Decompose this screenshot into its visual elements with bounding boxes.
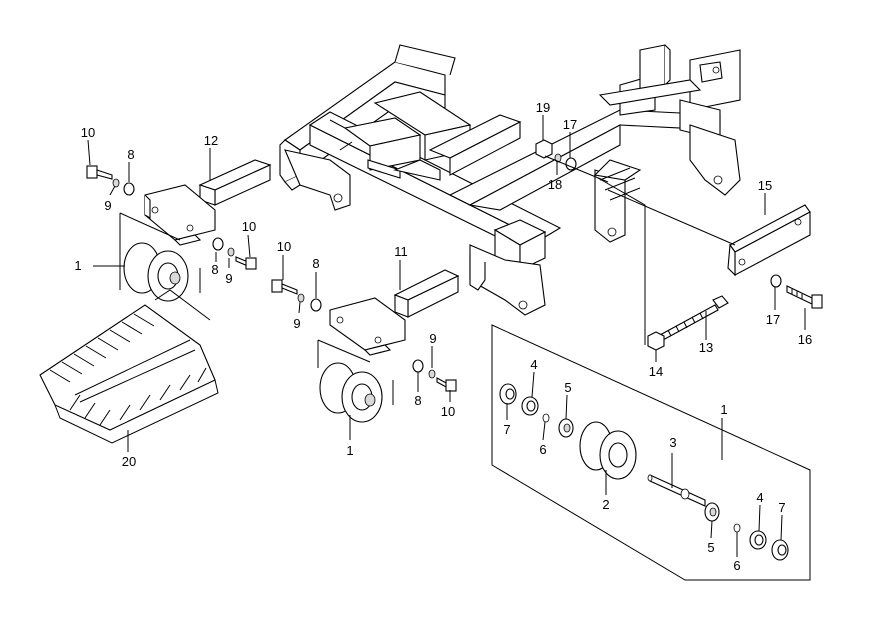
callout-8: 8 — [127, 147, 134, 162]
callout-labels: 10 8 9 12 1 10 8 9 10 8 9 11 9 8 10 1 20… — [74, 100, 812, 573]
callout-9: 9 — [104, 198, 111, 213]
roller-detail-group — [499, 383, 789, 561]
callout-9: 9 — [225, 271, 232, 286]
callout-2: 2 — [602, 497, 609, 512]
callout-1: 1 — [720, 402, 727, 417]
callout-9: 9 — [293, 316, 300, 331]
rubber-track-20 — [39, 304, 219, 444]
callout-18: 18 — [548, 177, 562, 192]
track-roller-1-left — [123, 242, 189, 302]
callout-4: 4 — [530, 357, 537, 372]
callout-10: 10 — [277, 239, 291, 254]
leader-lines — [87, 115, 811, 581]
callout-4: 4 — [756, 490, 763, 505]
callout-14: 14 — [649, 364, 663, 379]
callout-6: 6 — [539, 442, 546, 457]
callout-8: 8 — [211, 262, 218, 277]
callout-6: 6 — [733, 558, 740, 573]
callout-10: 10 — [242, 219, 256, 234]
callout-7: 7 — [503, 422, 510, 437]
callout-17: 17 — [563, 117, 577, 132]
callout-9: 9 — [429, 331, 436, 346]
callout-5: 5 — [564, 380, 571, 395]
callout-1: 1 — [346, 443, 353, 458]
callout-17: 17 — [766, 312, 780, 327]
callout-19: 19 — [536, 100, 550, 115]
roller-bracket-12 — [144, 159, 272, 246]
callout-12: 12 — [204, 133, 218, 148]
callout-10: 10 — [81, 125, 95, 140]
main-frame — [279, 44, 741, 316]
callout-8: 8 — [312, 256, 319, 271]
callout-13: 13 — [699, 340, 713, 355]
callout-3: 3 — [669, 435, 676, 450]
callout-11: 11 — [394, 244, 408, 259]
callout-20: 20 — [122, 454, 136, 469]
callout-10: 10 — [441, 404, 455, 419]
callout-1: 1 — [74, 258, 81, 273]
callout-7: 7 — [778, 500, 785, 515]
callout-15: 15 — [758, 178, 772, 193]
roller-bracket-11 — [329, 269, 460, 356]
bracket-15 — [727, 204, 811, 277]
fasteners — [86, 139, 823, 392]
callout-5: 5 — [707, 540, 714, 555]
callout-8: 8 — [414, 393, 421, 408]
callout-16: 16 — [798, 332, 812, 347]
track-roller-1-center — [319, 362, 383, 423]
